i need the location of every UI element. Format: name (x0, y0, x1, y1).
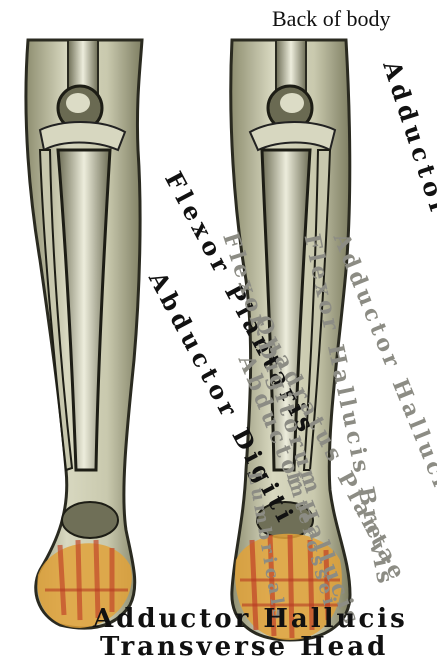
label-transverse-line2: Transverse Head (100, 634, 388, 660)
page-title: Back of body (272, 8, 391, 30)
label-transverse-line1: Adductor Hallucis (93, 606, 408, 632)
left-leg (26, 40, 142, 628)
